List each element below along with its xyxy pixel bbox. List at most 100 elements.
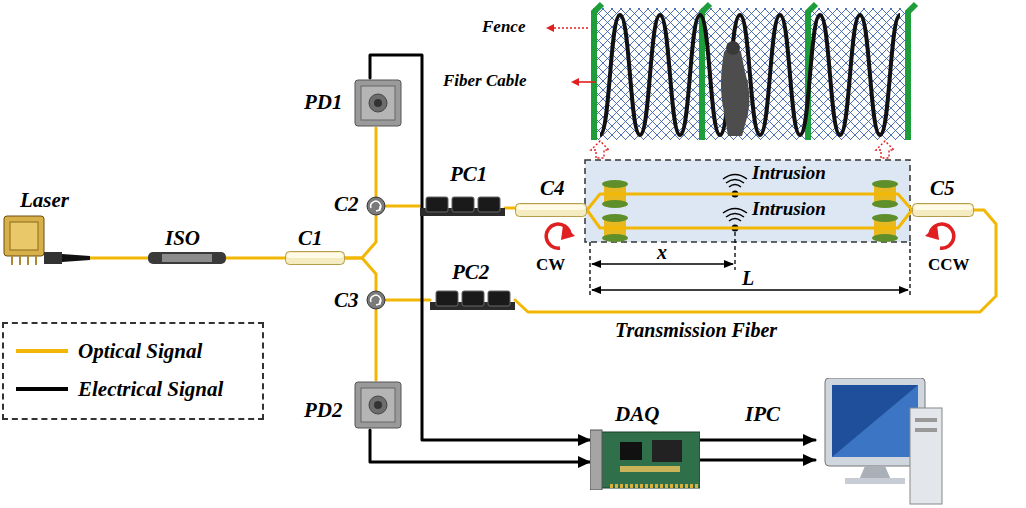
industrial-pc-symbol [815,378,945,506]
component-label: C5 [930,178,955,199]
legend-row: Electrical Signal [4,376,262,402]
fiber-coupler-symbol [515,203,587,217]
component-label: PD2 [304,400,343,421]
fiber-coil [872,234,898,242]
component-label: PC2 [452,262,489,283]
optical-fiber [226,257,285,260]
optical-circulator-symbol [366,290,386,310]
leader-arrow [546,24,596,86]
intrusion-wave [723,209,747,222]
legend-line-sample [14,376,70,402]
fiber-coil [602,234,628,242]
fence [592,8,910,140]
photodetector: PD1 [353,78,403,128]
optical-isolator-symbol [148,252,226,264]
optical-fiber [505,207,515,210]
component-label: C1 [298,228,323,249]
laser-source: Laser [2,210,90,265]
polarization-controller-symbol [430,290,515,310]
intrusion-point [732,191,739,232]
photodetector-symbol [353,380,403,430]
laser-source-symbol [2,210,90,265]
optical-fiber [345,258,376,290]
daq-card: DAQ [590,428,700,490]
legend-row: Optical Signal [4,338,262,364]
mount-arrow [591,141,894,158]
electrical-wire [700,439,815,442]
fence [594,4,916,140]
polarization-controller: PC2 [430,290,515,310]
mount-arrow [876,141,894,158]
dimension-label: x [657,242,667,262]
fiber-coupler-symbol [285,251,345,265]
industrial-pc: IPC [815,378,945,506]
dimension-line [590,232,910,298]
polarization-controller-symbol [420,196,505,216]
fiber-coupler: C1 [285,251,345,265]
optical-circulator: C3 [366,290,386,310]
optical-fiber [587,210,912,228]
electrical-wire [700,459,815,462]
component-label: PC1 [450,164,487,185]
component-label: IPC [745,404,780,425]
fiber-coil [872,200,898,208]
optical-circulator: C2 [366,196,386,216]
leader-arrow [550,27,588,29]
electrical-wire [370,55,590,440]
fiber-cable-wave [600,15,900,135]
callout-label: Fiber Cable [443,72,527,89]
leader-arrow [546,24,554,32]
optical-fiber [386,205,420,208]
photodetector: PD2 [353,380,403,430]
direction-label: CW [536,256,565,273]
fence [592,4,916,140]
direction-arrowhead [561,225,575,240]
dimension-label: L [742,268,754,288]
component-label: PD1 [304,92,343,113]
fiber-coupler: C4 [515,203,587,217]
fiber-coil [602,180,628,188]
polarization-controller: PC1 [420,196,505,216]
dimension-line [592,289,908,291]
direction-arrowhead [925,225,939,240]
intrusion-wave [723,175,747,222]
fiber-coil [602,214,628,222]
fiber-coupler: C5 [912,203,974,217]
component-label: C4 [540,178,565,199]
intruder-figure [721,48,749,137]
legend-text: Optical Signal [78,341,202,362]
fiber-coil [872,180,898,188]
optical-fiber [587,194,912,210]
intruder-figure [721,41,749,136]
dimension-line [590,232,910,298]
optical-circulator-symbol [366,196,386,216]
fiber-coil [872,214,898,222]
component-label: DAQ [615,404,659,425]
callout-label: Fence [482,18,525,35]
legend-line-sample [16,387,68,391]
optical-fiber [345,216,376,258]
legend-box: Optical SignalElectrical Signal [2,322,264,420]
direction-label: CCW [928,256,970,273]
intrusion-wave [723,175,747,188]
optical-fiber [375,128,378,196]
event-label: Intrusion [752,199,826,218]
legend-text: Electrical Signal [78,379,223,400]
daq-card-symbol [590,428,700,490]
component-label: Laser [20,190,69,211]
component-label: ISO [165,228,200,249]
sensing-region [585,160,910,242]
intruder-figure [726,41,740,55]
optical-fiber [515,210,996,312]
fence [592,8,910,140]
optical-isolator: ISO [148,252,226,264]
sensing-region [585,160,910,242]
leader-arrow [571,78,579,86]
fiber-coupler-symbol [912,203,974,217]
component-label: C2 [334,194,359,215]
event-label: Intrusion [752,163,826,182]
connector-label: Transmission Fiber [615,320,777,340]
legend-line-sample [16,349,68,353]
optical-fiber [90,257,148,260]
